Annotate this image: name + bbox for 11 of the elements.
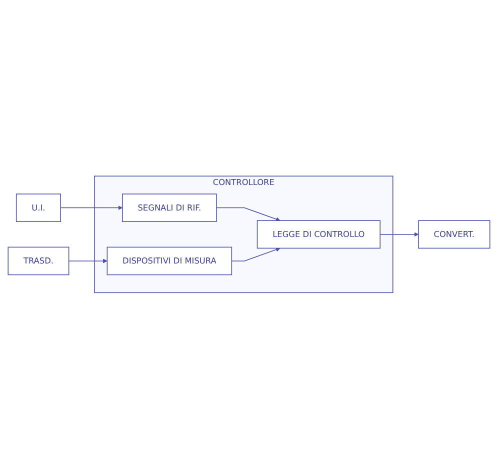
arrow: [231, 247, 280, 261]
node-box: LEGGE DI CONTROLLO: [256, 220, 380, 248]
arrow: [68, 258, 108, 263]
node-box: TRASD.: [8, 246, 70, 275]
arrow: [60, 205, 123, 210]
node-box: U.I.: [16, 193, 61, 222]
arrow: [380, 232, 419, 236]
arrow: [216, 207, 280, 221]
node-box: SEGNALI DI RIF.: [122, 193, 217, 222]
node-box: CONVERT.: [418, 220, 490, 248]
node-box: DISPOSITIVI DI MISURA: [106, 246, 232, 275]
